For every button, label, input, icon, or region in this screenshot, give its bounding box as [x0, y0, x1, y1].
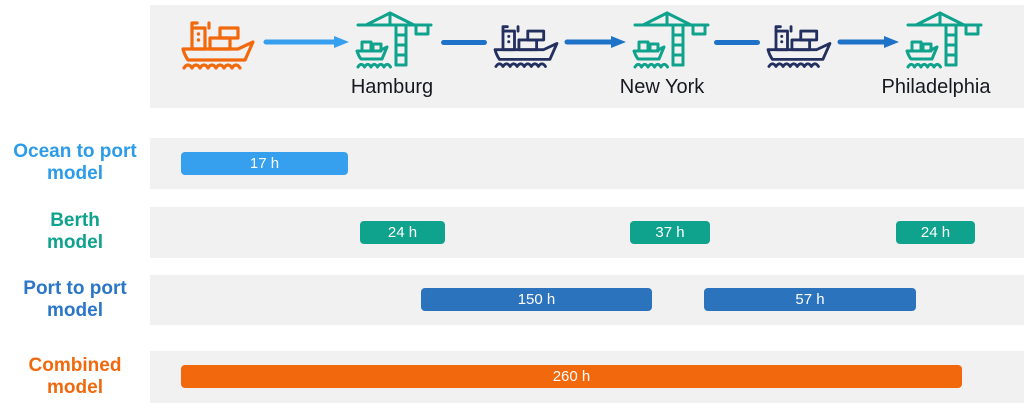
model-label-combined: Combined model [0, 355, 150, 399]
row-track [150, 207, 1024, 258]
duration-bar: 17 h [181, 152, 348, 175]
model-label-port-to-port: Port to port model [0, 278, 150, 322]
model-label-line: model [47, 377, 103, 398]
duration-bar: 150 h [421, 288, 652, 311]
model-label-line: model [47, 163, 103, 184]
model-label-ocean-to-port: Ocean to port model [0, 141, 150, 185]
port-crane-icon [631, 9, 711, 73]
arrow-right-icon [837, 35, 901, 49]
model-label-line: Ocean to port [13, 141, 137, 162]
port-crane-icon [354, 9, 434, 73]
cargo-ship-icon [764, 24, 834, 70]
arrow-right-icon [564, 35, 628, 49]
port-crane-icon [904, 9, 984, 73]
route-line [441, 40, 487, 45]
port-label-philadelphia: Philadelphia [881, 76, 991, 98]
duration-bar: 260 h [181, 365, 962, 388]
duration-bar: 24 h [896, 221, 975, 244]
arrow-right-icon [263, 35, 351, 49]
duration-bar: 24 h [360, 221, 445, 244]
model-label-berth: Berth model [0, 210, 150, 254]
model-label-line: Combined [28, 355, 122, 376]
cargo-ship-icon [491, 24, 561, 70]
cargo-ship-icon [179, 20, 257, 72]
route-line [714, 40, 760, 45]
model-label-line: Port to port [23, 278, 127, 299]
model-label-line: model [47, 300, 103, 321]
duration-bar: 37 h [630, 221, 710, 244]
route-banner [150, 5, 1024, 108]
port-label-hamburg: Hamburg [350, 76, 434, 98]
port-label-new-york: New York [619, 76, 705, 98]
model-label-line: model [47, 232, 103, 253]
duration-bar: 57 h [704, 288, 916, 311]
model-label-line: Berth [50, 210, 100, 231]
